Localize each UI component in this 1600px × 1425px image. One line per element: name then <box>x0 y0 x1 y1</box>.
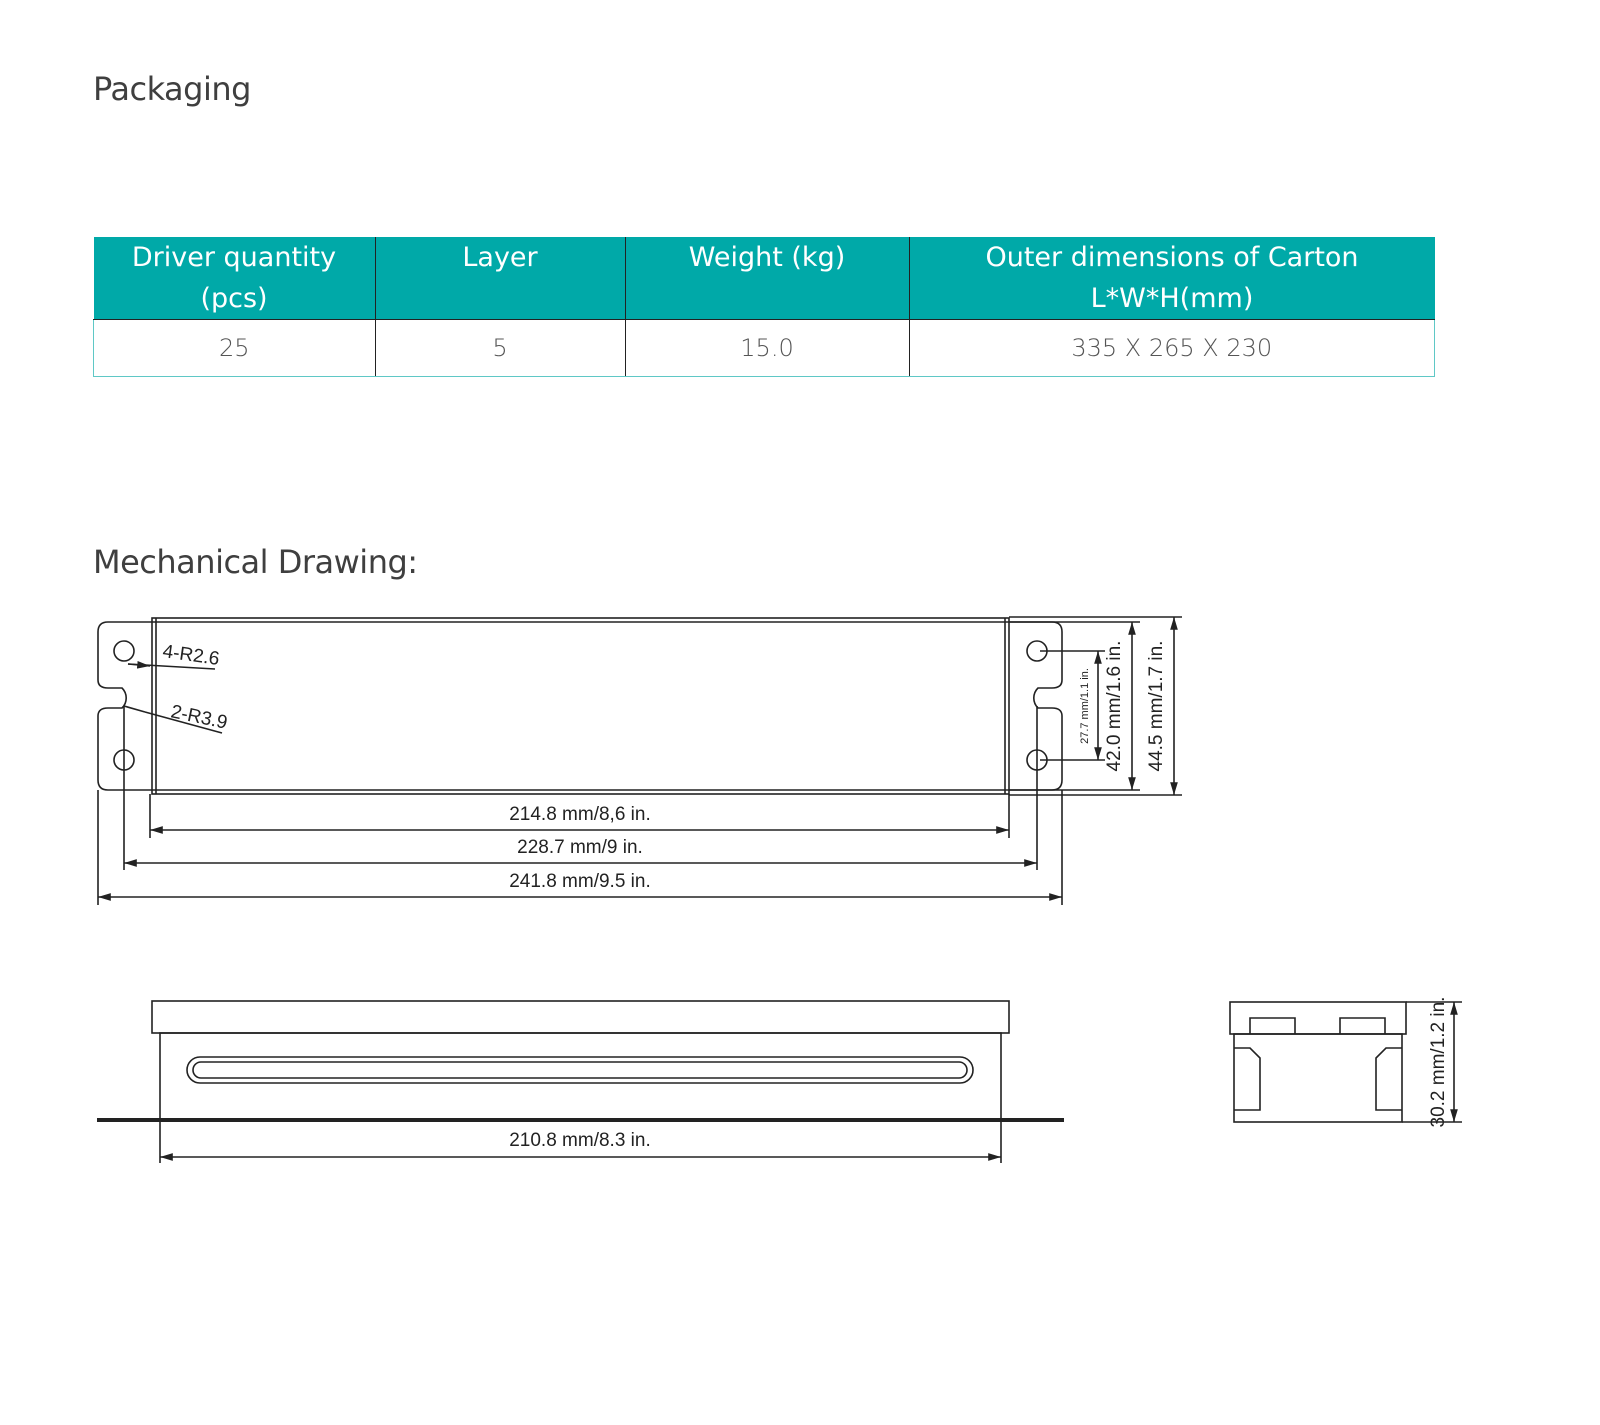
cell-driver-quantity: 25 <box>93 319 376 377</box>
packaging-title: Packaging <box>93 70 251 108</box>
packaging-table: Driver quantity(pcs) Layer Weight (kg) O… <box>93 237 1435 377</box>
dim-inner-width: 42.0 mm/1.6 in. <box>1104 641 1125 772</box>
cell-weight: 15.0 <box>625 319 910 377</box>
dim-height: 30.2 mm/1.2 in. <box>1428 997 1449 1128</box>
dim-body-length: 214.8 mm/8,6 in. <box>509 804 651 825</box>
top-view <box>97 616 1182 905</box>
dim-hole-length: 228.7 mm/9 in. <box>517 837 643 858</box>
header-weight: Weight (kg) <box>625 237 910 320</box>
table-row: 25 5 15.0 335 X 265 X 230 <box>93 319 1435 377</box>
dim-total-length: 241.8 mm/9.5 in. <box>509 871 651 892</box>
table-header-row: Driver quantity(pcs) Layer Weight (kg) O… <box>93 237 1435 320</box>
hole-radius-label: 4-R2.6 <box>161 641 220 670</box>
header-layer: Layer <box>375 237 626 320</box>
slot-radius-label: 2-R3.9 <box>169 701 229 733</box>
end-view <box>1229 1001 1462 1123</box>
dim-outer-width: 44.5 mm/1.7 in. <box>1146 641 1167 772</box>
mounting-hole <box>113 640 135 662</box>
dim-hole-spacing: 27.7 mm/1.1 in. <box>1079 668 1091 744</box>
header-driver-quantity: Driver quantity(pcs) <box>93 237 376 320</box>
side-view <box>97 1000 1064 1163</box>
cell-layer: 5 <box>375 319 626 377</box>
mechanical-drawing-title: Mechanical Drawing: <box>93 543 418 581</box>
dim-side-length: 210.8 mm/8.3 in. <box>509 1130 651 1151</box>
cell-outer-dimensions: 335 X 265 X 230 <box>909 319 1435 377</box>
